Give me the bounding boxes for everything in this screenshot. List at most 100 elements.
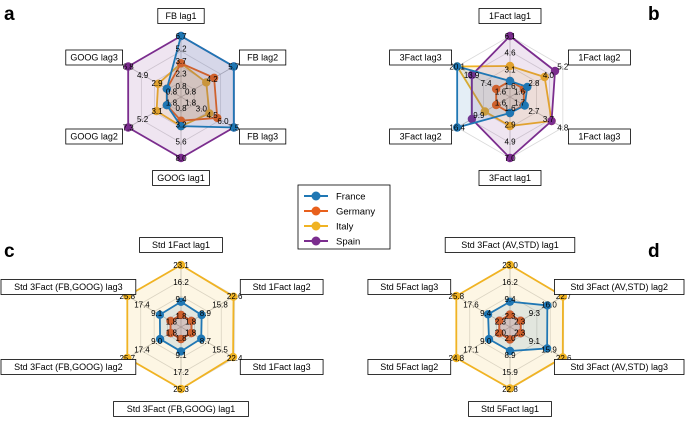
axis-label-0: FB lag1 [157,8,205,24]
axis-label-box [239,128,287,145]
axis-label-text: 3Fact lag2 [400,132,442,142]
axis-label-text: Std 3Fact (AV,STD) lag1 [461,240,559,250]
axis-label-3: Std 3Fact (FB,GOOG) lag1 [113,401,249,417]
tick-label: 9.1 [151,309,163,318]
data-point-italy-3 [176,384,186,394]
axis-label-box [568,49,631,66]
tick-label: 9.0 [480,337,492,346]
axis-label-box [65,49,123,66]
tick-label: 1.8 [175,334,187,343]
tick-label: 3.2 [175,121,187,130]
tick-label: 7.0 [504,154,516,163]
tick-label: 9.3 [529,309,541,318]
axis-label-0: Std 1Fact lag1 [139,237,223,253]
tick-label: 2.9 [151,79,163,88]
axis-label-box [239,49,287,66]
data-point-italy-1 [202,78,211,87]
tick-label: 25.8 [449,292,465,301]
data-point-italy-0 [505,260,515,270]
axis-label-text: FB lag1 [165,11,196,21]
axis-label-text: Std 1Fact lag2 [253,282,311,292]
data-point-france-4 [452,123,462,132]
legend-label: Germany [336,207,375,218]
data-point-france-0 [505,76,515,86]
data-point-germany-1 [187,316,196,326]
tick-label: 17.4 [134,346,150,355]
data-point-france-1 [197,310,206,320]
axis-label-box [157,8,205,24]
axis-label-text: 3Fact lag3 [400,53,442,63]
axis-label-text: Std 5Fact lag3 [380,282,438,292]
data-point-spain-1 [550,66,560,76]
data-point-italy-1 [229,292,238,301]
tick-label: 17.6 [463,300,479,309]
axis-label-4: 3Fact lag2 [389,128,452,145]
axis-label-2: Std 3Fact (AV,STD) lag3 [554,359,685,375]
axis-label-5: Std 5Fact lag3 [367,279,452,295]
tick-label: 22.6 [227,292,243,301]
tick-label: 22.4 [227,354,243,363]
data-point-germany-4 [491,100,501,110]
data-point-spain-0 [505,31,515,41]
tick-label: 2.7 [528,107,540,116]
tick-label: 1.8 [185,98,197,107]
tick-label: 2.3 [514,329,526,338]
data-point-germany-0 [176,310,186,320]
data-point-italy-4 [480,107,490,116]
tick-label: 4.9 [504,137,516,146]
tick-label: 0.8 [166,88,178,97]
data-point-germany-5 [491,84,501,94]
tick-label: 4.8 [557,124,569,133]
axis-label-3: Std 5Fact lag1 [468,401,552,417]
data-point-spain-5 [123,62,133,71]
axis-label-box [113,401,249,417]
data-point-germany-3 [505,335,515,344]
tick-label: 4.0 [543,71,555,80]
data-point-france-3 [176,121,186,131]
data-point-italy-0 [505,61,515,71]
panel-letter: c [4,241,15,262]
tick-label: 8.9 [504,351,516,360]
radar-panel-a: 0.82.33.75.26.70.84.25.71.83.04.56.07.50… [4,4,287,186]
radar-panel-c: 1.89.416.223.11.88.915.822.61.88.715.522… [0,237,324,417]
axis-label-box [367,359,452,375]
data-point-italy-2 [205,109,214,118]
axis-label-box [65,128,123,145]
axis-label-text: 1Fact lag2 [578,53,620,63]
data-point-italy-5 [153,79,163,88]
axis-label-box [152,170,210,186]
series-italy [452,260,568,393]
data-point-france-5 [155,310,165,319]
tick-label: 1.6 [495,98,507,107]
axis-label-text: FB lag3 [247,132,278,142]
tick-label: 9.4 [480,309,492,318]
tick-label: 6.8 [123,63,135,72]
axis-label-box [0,359,137,375]
tick-label: 0.8 [175,104,187,113]
tick-label: 2.3 [504,312,516,321]
tick-label: 25.8 [120,292,136,301]
tick-label: 20.1 [449,63,465,72]
tick-label: 1.8 [166,98,178,107]
axis-label-2: 1Fact lag3 [568,128,631,145]
tick-label: 17.4 [134,300,150,309]
axis-label-3: GOOG lag1 [152,170,210,186]
axis-label-box [239,279,324,295]
data-point-spain-3 [505,153,515,163]
data-point-france-0 [176,31,186,41]
axis-label-4: Std 3Fact (FB,GOOG) lag2 [0,359,137,375]
data-point-france-0 [176,297,186,306]
tick-label: 1.8 [185,329,197,338]
axis-label-text: 1Fact lag1 [489,11,531,21]
axis-label-1: Std 1Fact lag2 [239,279,324,295]
tick-label: 1.6 [504,82,516,91]
data-point-spain-5 [467,70,477,80]
data-point-germany-2 [516,329,525,338]
data-point-france-5 [452,62,462,71]
data-point-france-2 [542,344,552,353]
legend-item-italy: Italy [304,221,354,233]
axis-label-3: 3Fact lag1 [478,170,542,186]
data-point-france-1 [523,82,532,92]
series-france [483,297,552,356]
panel-letter: d [648,241,660,262]
